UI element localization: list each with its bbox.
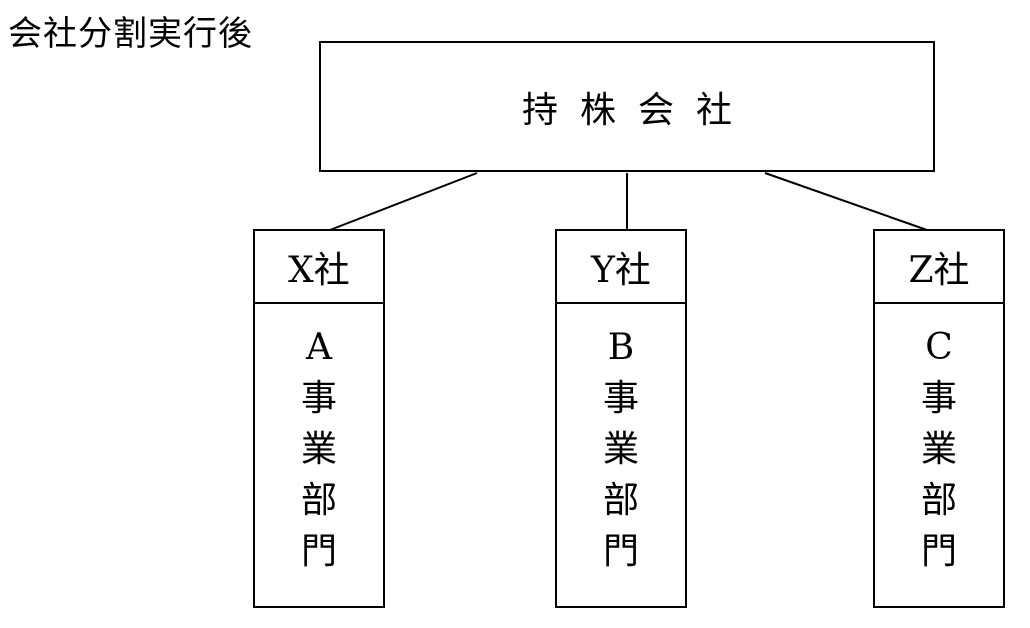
division-char: A bbox=[305, 327, 332, 368]
division-char: 部 bbox=[602, 480, 639, 521]
holding-company-label: 持株会社 bbox=[521, 89, 754, 131]
division-char: 部 bbox=[300, 480, 337, 521]
division-char: 業 bbox=[300, 429, 337, 470]
subsidiary-name: X社 bbox=[255, 231, 383, 304]
division-char: 門 bbox=[300, 531, 337, 572]
division-char: 業 bbox=[602, 429, 639, 470]
division-char: 門 bbox=[920, 531, 957, 572]
division-char: 門 bbox=[602, 531, 639, 572]
subsidiary-name: Z社 bbox=[875, 231, 1003, 304]
connector-holding-to-z bbox=[764, 172, 928, 231]
holding-company-box: 持株会社 bbox=[319, 41, 935, 172]
connector-holding-to-x bbox=[329, 172, 478, 231]
division-char: 業 bbox=[920, 429, 957, 470]
division-char: C bbox=[925, 327, 953, 368]
division-char: 事 bbox=[300, 378, 337, 419]
page-heading: 会社分割実行後 bbox=[8, 14, 253, 54]
division-char: 事 bbox=[920, 378, 957, 419]
subsidiary-name: Y社 bbox=[557, 231, 685, 304]
division-char: B bbox=[607, 327, 635, 368]
division-char: 事 bbox=[602, 378, 639, 419]
division-char: 部 bbox=[920, 480, 957, 521]
